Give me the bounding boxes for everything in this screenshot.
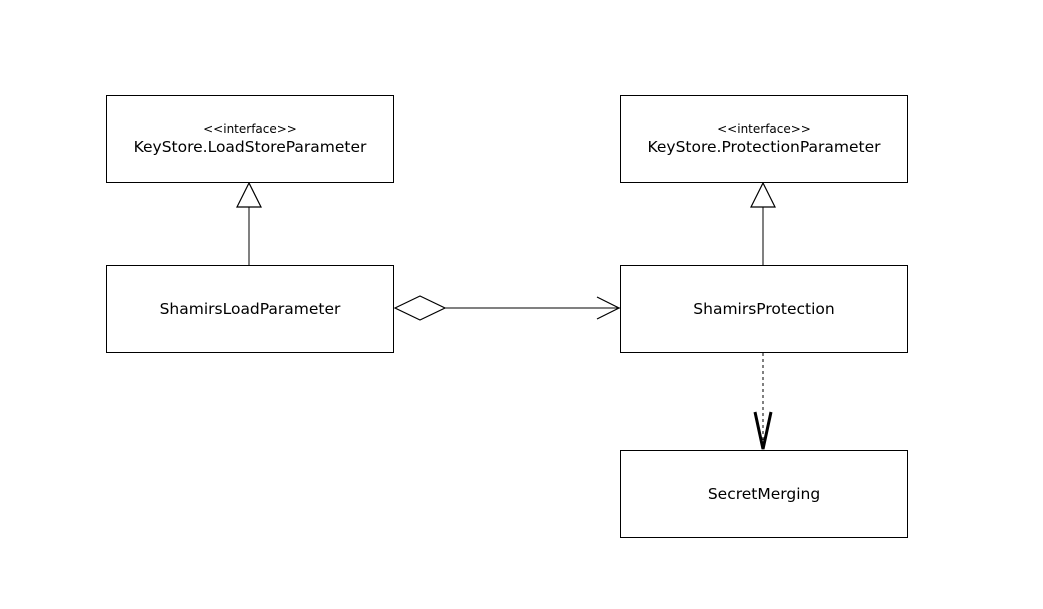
class-box-shamirs-load-parameter[interactable]: ShamirsLoadParameter [106,265,394,353]
realization-arrowhead-load-store [236,181,262,208]
aggregation-arrowhead [596,296,621,320]
class-name: KeyStore.ProtectionParameter [647,137,881,156]
class-name: KeyStore.LoadStoreParameter [133,137,367,156]
stereotype-label: <<interface>> [717,121,811,136]
stereotype-label: <<interface>> [203,121,297,136]
class-box-load-store-parameter[interactable]: <<interface>> KeyStore.LoadStoreParamete… [106,95,394,183]
class-name: SecretMerging [707,485,821,503]
class-name: ShamirsLoadParameter [159,300,341,318]
class-box-protection-parameter[interactable]: <<interface>> KeyStore.ProtectionParamet… [620,95,908,183]
dependency-arrowhead [753,411,773,450]
realization-arrowhead-protection [750,181,776,208]
aggregation-diamond [393,295,447,321]
class-box-secret-merging[interactable]: SecretMerging [620,450,908,538]
class-box-shamirs-protection[interactable]: ShamirsProtection [620,265,908,353]
class-name: ShamirsProtection [693,300,835,318]
